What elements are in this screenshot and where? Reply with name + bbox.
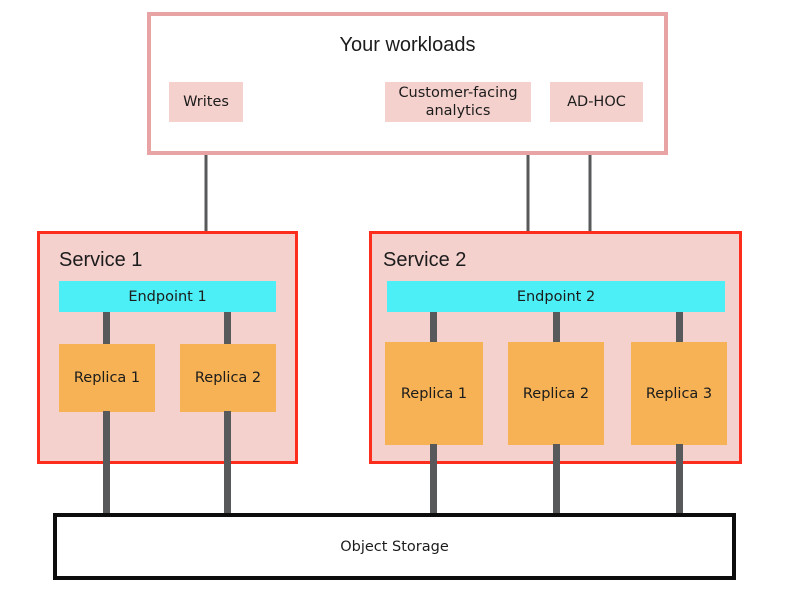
service1-replica-1[interactable]: Replica 1 xyxy=(59,344,155,412)
workloads-title: Your workloads xyxy=(339,34,476,56)
endpoint-1[interactable]: Endpoint 1 xyxy=(59,281,276,312)
object-storage-box[interactable]: Object Storage xyxy=(53,513,736,580)
connector-endpoint1-replica1 xyxy=(103,312,110,345)
connector-service1-replica1-storage xyxy=(103,411,110,517)
connector-service2-replica2-storage xyxy=(553,444,560,517)
service2-replica-3[interactable]: Replica 3 xyxy=(631,342,727,445)
service2-replica-1[interactable]: Replica 1 xyxy=(385,342,483,445)
connector-service1-replica2-storage xyxy=(224,411,231,517)
service2-replica-2[interactable]: Replica 2 xyxy=(508,342,604,445)
workload-box-writes[interactable]: Writes xyxy=(169,82,243,122)
connector-endpoint2-replica3 xyxy=(676,312,683,343)
connector-endpoint2-replica2 xyxy=(553,312,560,343)
workload-box-analytics[interactable]: Customer-facing analytics xyxy=(385,82,531,122)
service-title-1: Service 1 xyxy=(59,249,143,271)
endpoint-2[interactable]: Endpoint 2 xyxy=(387,281,725,312)
workload-box-adhoc[interactable]: AD-HOC xyxy=(550,82,643,122)
connector-service2-replica1-storage xyxy=(430,444,437,517)
service-title-2: Service 2 xyxy=(383,249,467,271)
service1-replica-2[interactable]: Replica 2 xyxy=(180,344,276,412)
connector-endpoint1-replica2 xyxy=(224,312,231,345)
connector-endpoint2-replica1 xyxy=(430,312,437,343)
connector-service2-replica3-storage xyxy=(676,444,683,517)
